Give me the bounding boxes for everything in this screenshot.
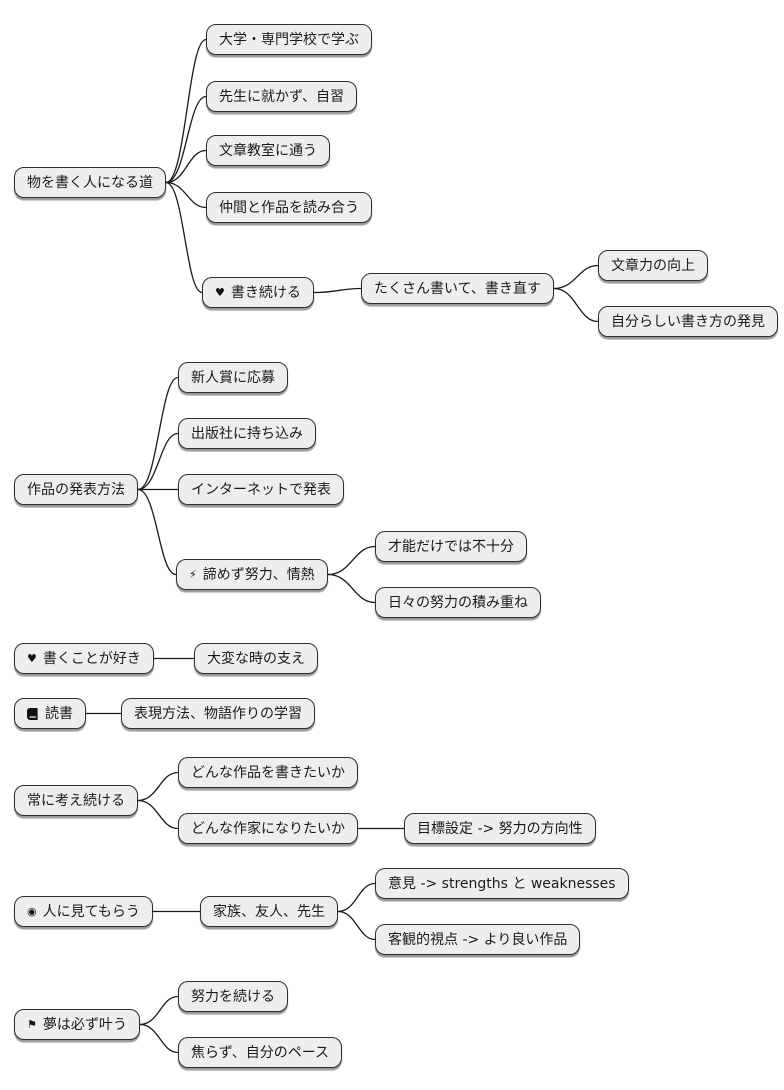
mindmap-node-daily-effort: 日々の努力の積み重ね <box>375 587 541 618</box>
mindmap-edge <box>327 573 376 604</box>
mindmap-node-writing-class: 文章教室に通う <box>206 135 330 166</box>
mindmap-node-improve-writing: 文章力の向上 <box>598 250 708 281</box>
flag-icon: ⚑ <box>27 1018 37 1031</box>
mindmap-node-learn-expression: 表現方法、物語作りの学習 <box>121 698 315 729</box>
mindmap-node-show-others: ◉ 人に見てもらう <box>14 896 153 927</box>
node-label: 先生に就かず、自習 <box>219 88 345 105</box>
node-label: 文章力の向上 <box>611 257 695 274</box>
node-label: 作品の発表方法 <box>27 481 125 498</box>
node-label: 自分らしい書き方の発見 <box>611 313 765 330</box>
node-label: 諦めず努力、情熱 <box>202 566 315 583</box>
node-label: 常に考え続ける <box>27 792 125 809</box>
mindmap-node-newcomer-award: 新人賞に応募 <box>178 362 288 393</box>
node-label: 書き続ける <box>230 284 301 301</box>
mindmap-node-peers: 仲間と作品を読み合う <box>206 192 372 223</box>
node-label: 家族、友人、先生 <box>213 903 325 920</box>
mindmap-node-goal-setting: 目標設定 -> 努力の方向性 <box>404 813 596 844</box>
mindmap-node-love-writing: ♥ 書くことが好き <box>14 643 154 674</box>
mindmap-edge <box>337 910 376 941</box>
mindmap-edge <box>137 771 179 802</box>
node-label: 書くことが好き <box>42 650 141 667</box>
node-label: 客観的視点 -> より良い作品 <box>388 931 568 948</box>
mindmap-node-write-rewrite: たくさん書いて、書き直す <box>361 273 554 304</box>
mindmap-node-self-study: 先生に就かず、自習 <box>206 81 358 112</box>
mindmap-edge <box>165 181 207 209</box>
mindmap-edge <box>165 38 207 184</box>
node-label: 読書 <box>45 705 73 722</box>
node-label: 文章教室に通う <box>219 142 317 159</box>
node-label: 表現方法、物語作りの学習 <box>134 705 302 722</box>
mindmap-node-opinions: 意見 -> strengths と weaknesses <box>375 868 629 899</box>
mindmap-edge <box>139 995 179 1026</box>
mindmap-edge <box>553 287 599 323</box>
mindmap-edge <box>137 799 179 830</box>
mindmap-edge <box>327 545 376 576</box>
mindmap-edge <box>337 882 376 913</box>
mindmap-node-own-style: 自分らしい書き方の発見 <box>598 306 778 337</box>
mindmap-node-publisher: 出版社に持ち込み <box>178 418 316 449</box>
node-label: たくさん書いて、書き直す <box>374 280 541 297</box>
heart-icon: ♥ <box>215 286 225 299</box>
node-label: 努力を続ける <box>191 988 275 1005</box>
node-label: 目標設定 -> 努力の方向性 <box>417 820 583 837</box>
node-label: 出版社に持ち込み <box>191 425 303 442</box>
node-label: 大学・専門学校で学ぶ <box>219 31 359 48</box>
mindmap-edge <box>165 95 207 184</box>
mindmap-edge <box>553 264 599 290</box>
node-label: 新人賞に応募 <box>191 369 275 386</box>
mindmap-node-university: 大学・専門学校で学ぶ <box>206 24 372 55</box>
mindmap-edge <box>137 376 179 491</box>
mindmap-node-objective-view: 客観的視点 -> より良い作品 <box>375 924 581 955</box>
bolt-icon: ⚡ <box>189 568 197 581</box>
node-label: 物を書く人になる道 <box>27 174 153 191</box>
mindmap-edge <box>313 287 362 294</box>
mindmap-node-effort-passion: ⚡ 諦めず努力、情熱 <box>176 559 328 590</box>
book-icon <box>27 707 39 720</box>
node-label: 仲間と作品を読み合う <box>219 199 359 216</box>
node-label: どんな作家になりたいか <box>191 820 345 837</box>
node-label: 才能だけでは不十分 <box>388 538 514 555</box>
mindmap-node-keep-thinking: 常に考え続ける <box>14 785 138 816</box>
eye-icon: ◉ <box>27 905 37 918</box>
mindmap-node-continue-effort: 努力を続ける <box>178 981 288 1012</box>
mindmap-node-keep-writing: ♥ 書き続ける <box>202 277 314 308</box>
mindmap-edge <box>137 488 177 576</box>
node-label: 大変な時の支え <box>207 650 305 667</box>
mindmap-node-dream-comes-true: ⚑ 夢は必ず叶う <box>14 1009 140 1040</box>
mindmap-node-publish-methods: 作品の発表方法 <box>14 474 138 505</box>
mindmap-node-internet: インターネットで発表 <box>178 474 344 505</box>
node-label: 日々の努力の積み重ね <box>388 594 528 611</box>
mindmap-edge <box>139 1023 179 1054</box>
node-label: インターネットで発表 <box>191 481 331 498</box>
node-label: 夢は必ず叶う <box>42 1016 127 1033</box>
mindmap-node-what-writer: どんな作家になりたいか <box>178 813 358 844</box>
mindmap-node-support: 大変な時の支え <box>194 643 318 674</box>
mindmap-edge <box>165 181 203 294</box>
mindmap-node-family-friends: 家族、友人、先生 <box>200 896 338 927</box>
node-label: 人に見てもらう <box>42 903 140 920</box>
mindmap-edge <box>137 432 179 491</box>
mindmap-node-what-works: どんな作品を書きたいか <box>178 757 358 788</box>
mindmap-node-talent-not-enough: 才能だけでは不十分 <box>375 531 527 562</box>
node-label: 焦らず、自分のペース <box>191 1044 330 1061</box>
heart-icon: ♥ <box>27 652 37 665</box>
mindmap-node-own-pace: 焦らず、自分のペース <box>178 1037 343 1068</box>
mindmap-node-reading: 読書 <box>14 698 86 729</box>
mindmap-edge <box>165 149 207 184</box>
node-label: どんな作品を書きたいか <box>191 764 345 781</box>
node-label: 意見 -> strengths と weaknesses <box>388 875 616 892</box>
mindmap-node-become-writer: 物を書く人になる道 <box>14 167 166 198</box>
